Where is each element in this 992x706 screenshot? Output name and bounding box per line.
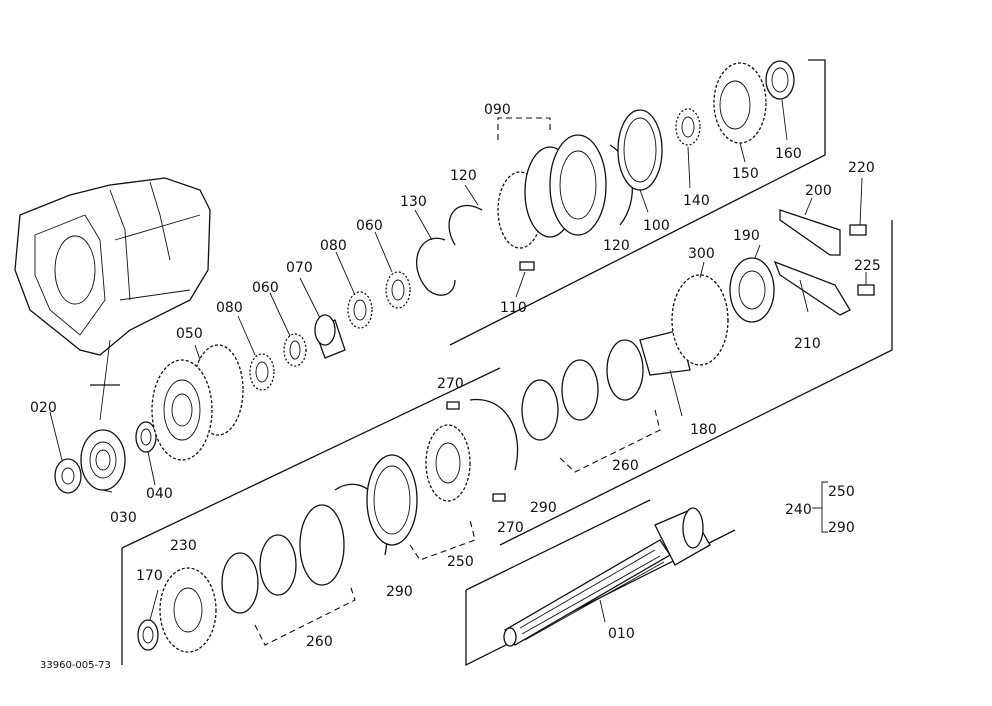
part-160-washer bbox=[765, 60, 795, 100]
label-300: 300 bbox=[688, 246, 715, 262]
label-030: 030 bbox=[110, 510, 137, 526]
label-260-upper: 260 bbox=[612, 458, 639, 474]
label-140: 140 bbox=[683, 193, 710, 209]
label-070: 070 bbox=[286, 260, 313, 276]
label-130: 130 bbox=[400, 194, 427, 210]
part-130-snap-ring bbox=[416, 237, 456, 296]
part-260-synchro-ring-lower bbox=[221, 504, 345, 614]
dashed-group-090 bbox=[497, 117, 551, 140]
part-270-key-lower bbox=[492, 493, 506, 502]
part-050-double-gear bbox=[151, 344, 244, 461]
part-080-needle-bearing-upper bbox=[347, 291, 373, 329]
dashed-group-260-lower bbox=[254, 584, 356, 646]
part-250-synchronizer-lower bbox=[366, 424, 471, 546]
label-100: 100 bbox=[643, 218, 670, 234]
part-260-synchro-ring-upper bbox=[521, 339, 644, 441]
label-290-lower: 290 bbox=[386, 584, 413, 600]
part-020-nut bbox=[54, 458, 82, 494]
label-270-upper: 270 bbox=[437, 376, 464, 392]
assembly-frame-lower bbox=[121, 220, 893, 665]
label-290-middle: 290 bbox=[530, 500, 557, 516]
drawing-number: 33960-005-73 bbox=[40, 660, 111, 671]
part-220-bolt bbox=[849, 224, 867, 236]
label-110: 110 bbox=[500, 300, 527, 316]
label-200: 200 bbox=[805, 183, 832, 199]
part-225-bolt bbox=[857, 284, 875, 296]
dashed-group-260-upper bbox=[559, 409, 661, 473]
label-250-legend: 250 bbox=[828, 484, 855, 500]
part-060-needle-bearing-lower bbox=[283, 333, 307, 367]
label-210: 210 bbox=[794, 336, 821, 352]
callout-labels: 010 020 030 040 050 060 060 070 080 080 … bbox=[30, 102, 881, 671]
part-290-snap-ring-middle bbox=[469, 398, 519, 471]
transmission-housing bbox=[14, 177, 211, 421]
label-090: 090 bbox=[484, 102, 511, 118]
part-150-gear bbox=[713, 62, 767, 144]
part-230-gear bbox=[159, 567, 217, 653]
part-100-ring bbox=[617, 109, 663, 191]
part-170-bushing bbox=[137, 619, 159, 651]
part-080-needle-bearing-lower bbox=[249, 353, 275, 391]
label-040: 040 bbox=[146, 486, 173, 502]
part-030-bearing bbox=[80, 429, 126, 491]
label-020: 020 bbox=[30, 400, 57, 416]
part-210-bracket bbox=[773, 260, 851, 316]
part-190-bearing bbox=[729, 257, 775, 323]
part-070-collar bbox=[314, 314, 346, 359]
label-010: 010 bbox=[608, 626, 635, 642]
label-230: 230 bbox=[170, 538, 197, 554]
part-040-washer bbox=[135, 421, 157, 453]
part-180-shaft-gear bbox=[639, 274, 729, 376]
label-220: 220 bbox=[848, 160, 875, 176]
main-shaft bbox=[503, 507, 711, 647]
leader-lines bbox=[49, 99, 867, 623]
part-200-bracket bbox=[779, 209, 841, 256]
part-120-snap-ring-left bbox=[448, 204, 483, 246]
label-270-lower: 270 bbox=[497, 520, 524, 536]
label-170: 170 bbox=[136, 568, 163, 584]
label-260-lower: 260 bbox=[306, 634, 333, 650]
label-080-lower: 080 bbox=[216, 300, 243, 316]
label-290-legend: 290 bbox=[828, 520, 855, 536]
label-250-lower: 250 bbox=[447, 554, 474, 570]
label-050: 050 bbox=[176, 326, 203, 342]
label-060-upper: 060 bbox=[356, 218, 383, 234]
label-150: 150 bbox=[732, 166, 759, 182]
label-060-lower: 060 bbox=[252, 280, 279, 296]
part-270-key-upper bbox=[446, 401, 460, 410]
assembly-frame-upper bbox=[90, 59, 826, 386]
label-190: 190 bbox=[733, 228, 760, 244]
shaft-frame bbox=[465, 499, 736, 667]
bracket-240 bbox=[812, 481, 828, 533]
label-240: 240 bbox=[785, 502, 812, 518]
part-090-synchronizer-assembly bbox=[497, 134, 607, 249]
label-120-left: 120 bbox=[450, 168, 477, 184]
label-120-right: 120 bbox=[603, 238, 630, 254]
part-140-needle-bearing bbox=[675, 108, 701, 146]
label-080-upper: 080 bbox=[320, 238, 347, 254]
label-225: 225 bbox=[854, 258, 881, 274]
label-180: 180 bbox=[690, 422, 717, 438]
part-060-needle-bearing-upper bbox=[385, 271, 411, 309]
label-160: 160 bbox=[775, 146, 802, 162]
part-110-key bbox=[519, 261, 535, 271]
